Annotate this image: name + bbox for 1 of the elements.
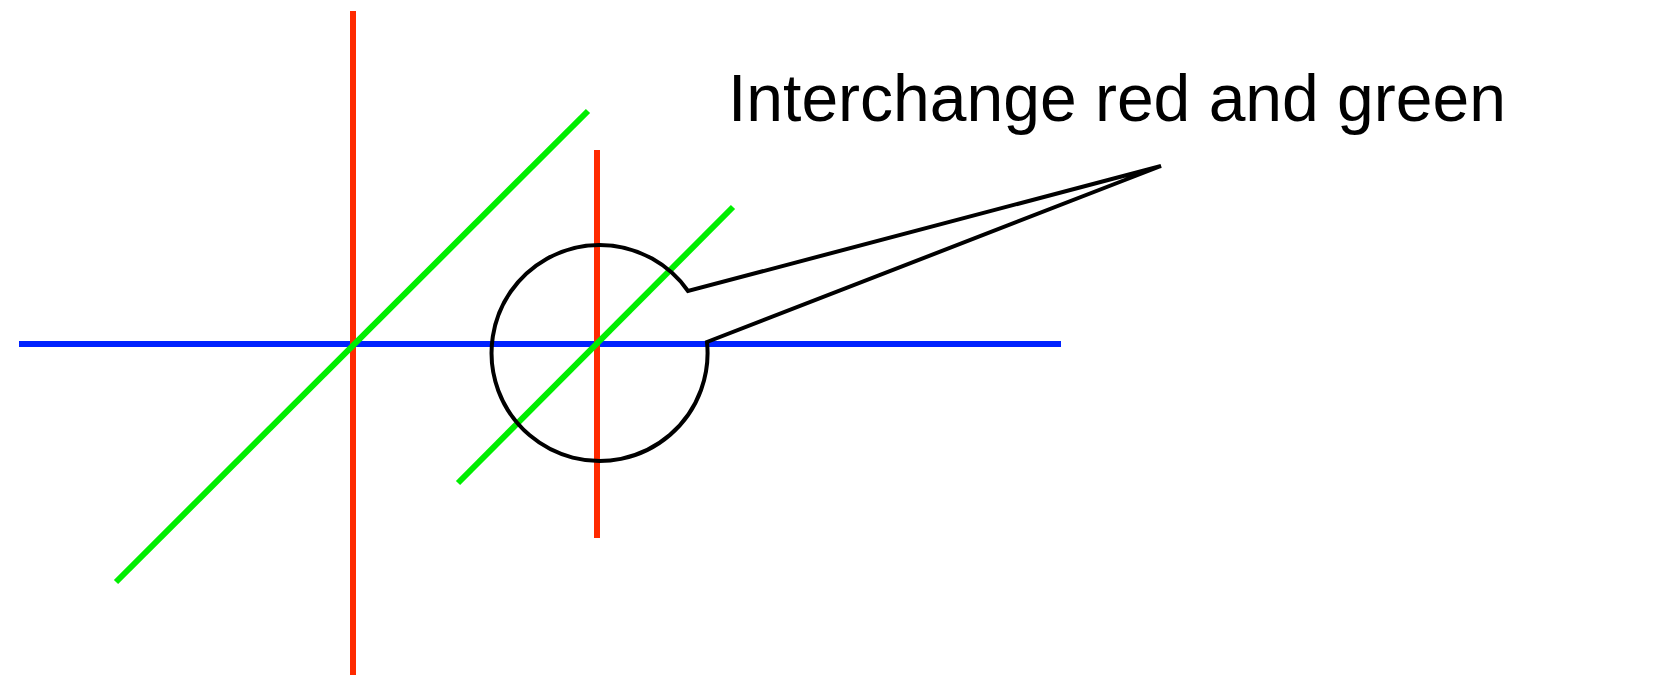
callout-text: Interchange red and green (728, 60, 1506, 137)
